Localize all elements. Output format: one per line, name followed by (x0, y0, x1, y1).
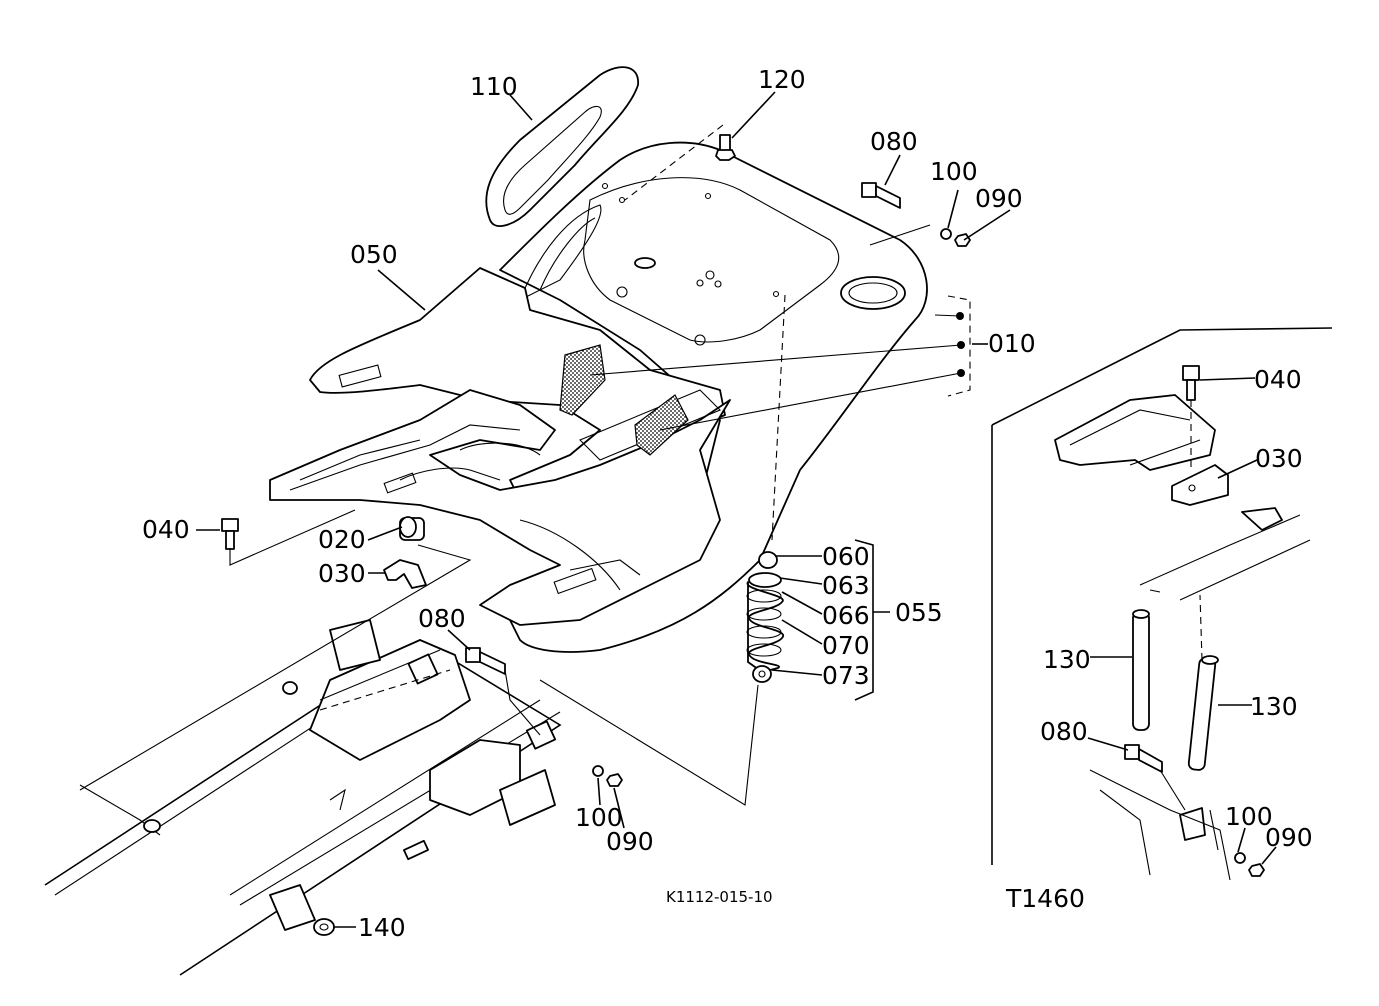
callout-140: 140 (358, 913, 406, 942)
callout-080-top: 080 (870, 127, 918, 156)
callout-040-left: 040 (142, 515, 190, 544)
callout-010: 010 (988, 329, 1036, 358)
washer-100-top (940, 228, 952, 240)
warning-label-1 (559, 344, 606, 416)
callout-050: 050 (350, 240, 398, 269)
shock-absorber (746, 551, 785, 683)
callout-080-mid: 080 (418, 604, 466, 633)
callout-060: 060 (822, 542, 870, 571)
callout-100-mid: 100 (575, 803, 623, 832)
callout-055: 055 (895, 598, 943, 627)
callout-070: 070 (822, 631, 870, 660)
washer-140 (313, 918, 335, 936)
callout-130-a: 130 (1043, 645, 1091, 674)
figure-id: T1460 (1005, 884, 1085, 913)
washer-100-right (1234, 852, 1246, 864)
callout-110: 110 (470, 72, 518, 101)
floor-mat (269, 267, 731, 626)
washer-100-mid (592, 765, 604, 777)
callout-073: 073 (822, 661, 870, 690)
nut-090-right (1248, 863, 1265, 877)
pipe-130-a (1132, 609, 1150, 731)
callout-063: 063 (822, 571, 870, 600)
nut-090-mid (606, 773, 623, 787)
callout-066: 066 (822, 601, 870, 630)
callout-labels: 110 120 080 100 090 050 010 040 020 030 … (142, 65, 1313, 942)
callout-040-right: 040 (1254, 365, 1302, 394)
callout-080-right: 080 (1040, 717, 1088, 746)
callout-100-right: 100 (1225, 802, 1273, 831)
pipe-130-b (1187, 655, 1219, 771)
callout-130-b: 130 (1250, 692, 1298, 721)
callout-090-mid: 090 (606, 827, 654, 856)
drawing-code: K1112-015-10 (666, 888, 773, 906)
bolt-040-left (221, 518, 239, 550)
callout-120: 120 (758, 65, 806, 94)
callout-020: 020 (318, 525, 366, 554)
leader-lines (79, 91, 1277, 928)
callout-030-right: 030 (1255, 444, 1303, 473)
callout-100-top: 100 (930, 157, 978, 186)
bolt-080-right (1124, 744, 1163, 773)
rubber-mount-020 (399, 516, 425, 541)
inset-panel (991, 327, 1333, 881)
bolt-080-mid (465, 647, 506, 675)
tractor-frame (44, 619, 562, 976)
bolt-080-top (861, 182, 901, 209)
nut-090-top (954, 233, 971, 247)
bracket-030-left (383, 559, 427, 589)
bolt-040-right (1182, 365, 1200, 401)
callout-030-left: 030 (318, 559, 366, 588)
warning-label-2 (634, 394, 689, 456)
callout-090-right: 090 (1265, 823, 1313, 852)
backrest-pad (485, 66, 639, 227)
callout-090-top: 090 (975, 184, 1023, 213)
stud-120 (715, 134, 736, 161)
